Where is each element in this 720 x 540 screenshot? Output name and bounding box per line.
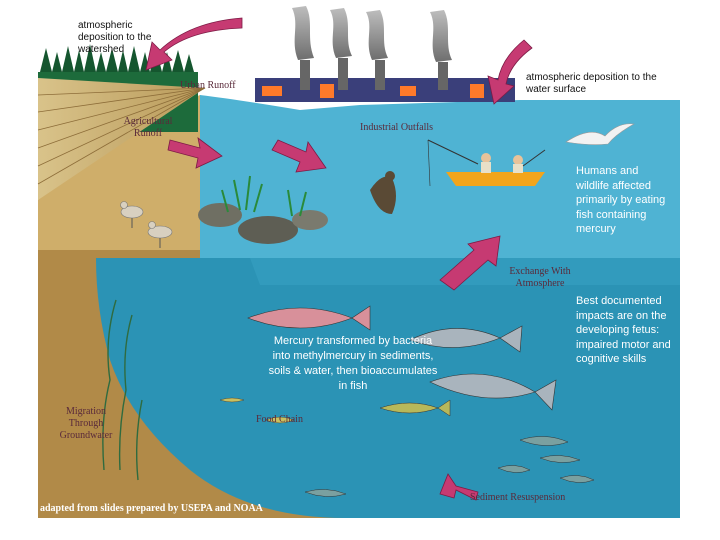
arrow-watershed-deposition (146, 18, 242, 70)
label-best-documented: Best documented impacts are on the devel… (576, 294, 674, 367)
label-humans-wildlife: Humans and wildlife affected primarily b… (576, 164, 674, 237)
label-atmospheric-surface: atmospheric deposition to the water surf… (526, 72, 676, 96)
label-agricultural-runoff: Agricultural Runoff (118, 116, 178, 140)
label-sediment-resuspension: Sediment Resuspension (470, 492, 565, 504)
label-atmospheric-watershed: atmospheric deposition to the watershed (78, 20, 158, 56)
credit-line: adapted from slides prepared by USEPA an… (40, 503, 263, 514)
label-mercury-transformed: Mercury transformed by bacteria into met… (268, 334, 438, 394)
label-migration-groundwater: Migration Through Groundwater (56, 406, 116, 442)
label-industrial-outfalls: Industrial Outfalls (360, 122, 433, 134)
factories (255, 6, 515, 102)
label-exchange-atmosphere: Exchange With Atmosphere (500, 266, 580, 290)
label-urban-runoff: Urban Runoff (180, 80, 236, 92)
label-food-chain: Food Chain (256, 414, 303, 426)
smoke-plumes (292, 6, 452, 62)
